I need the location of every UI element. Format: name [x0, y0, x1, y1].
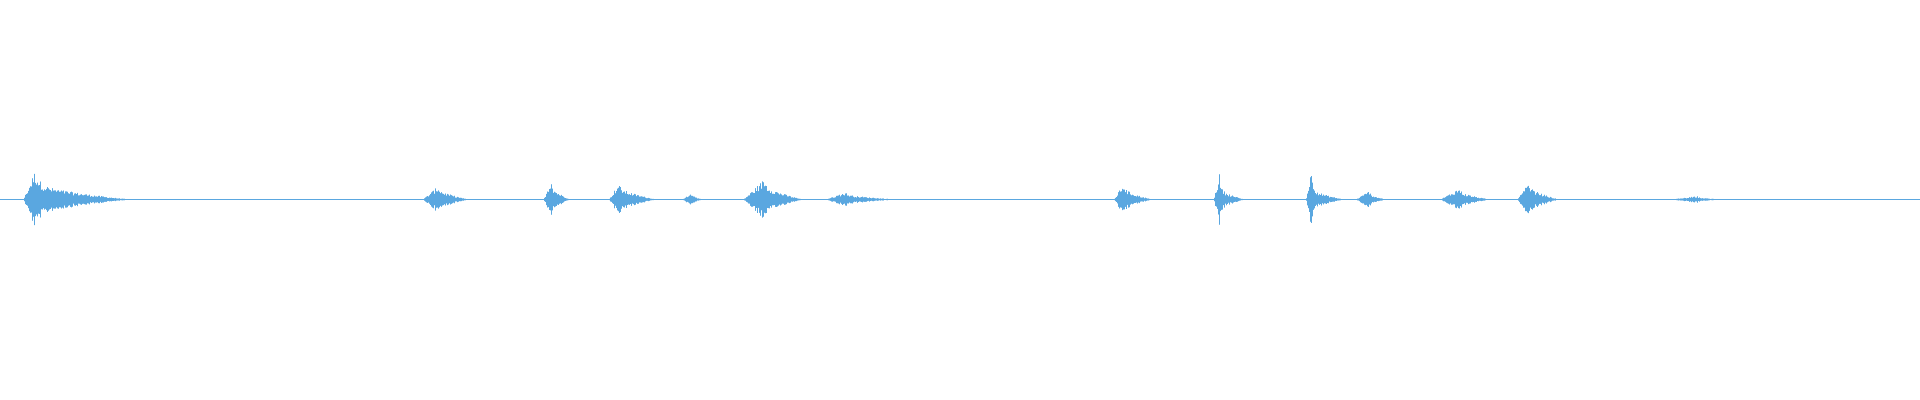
- waveform-samples: [0, 173, 1920, 226]
- waveform-amplitude-path: [0, 173, 1920, 226]
